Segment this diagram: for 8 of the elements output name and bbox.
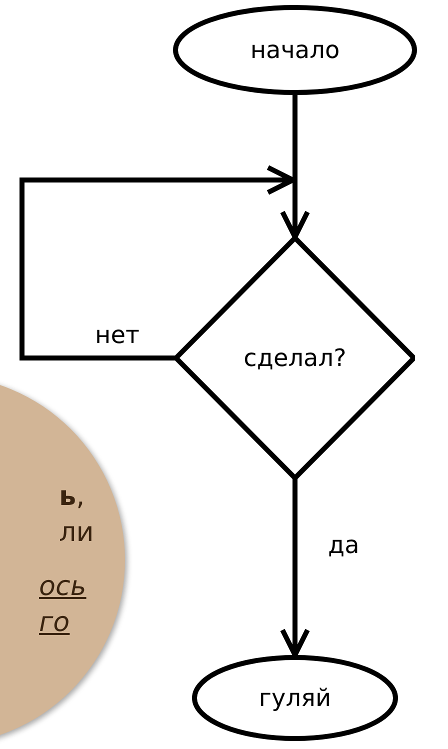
node-label: начало: [250, 35, 340, 66]
arrow: [280, 479, 310, 658]
note-text: ось го: [39, 570, 88, 640]
node-label: сделал?: [244, 343, 346, 374]
note-text: ь, ли: [59, 480, 95, 550]
node-label: гуляй: [258, 683, 332, 714]
arrow: [280, 95, 310, 240]
arrow: [20, 165, 296, 360]
